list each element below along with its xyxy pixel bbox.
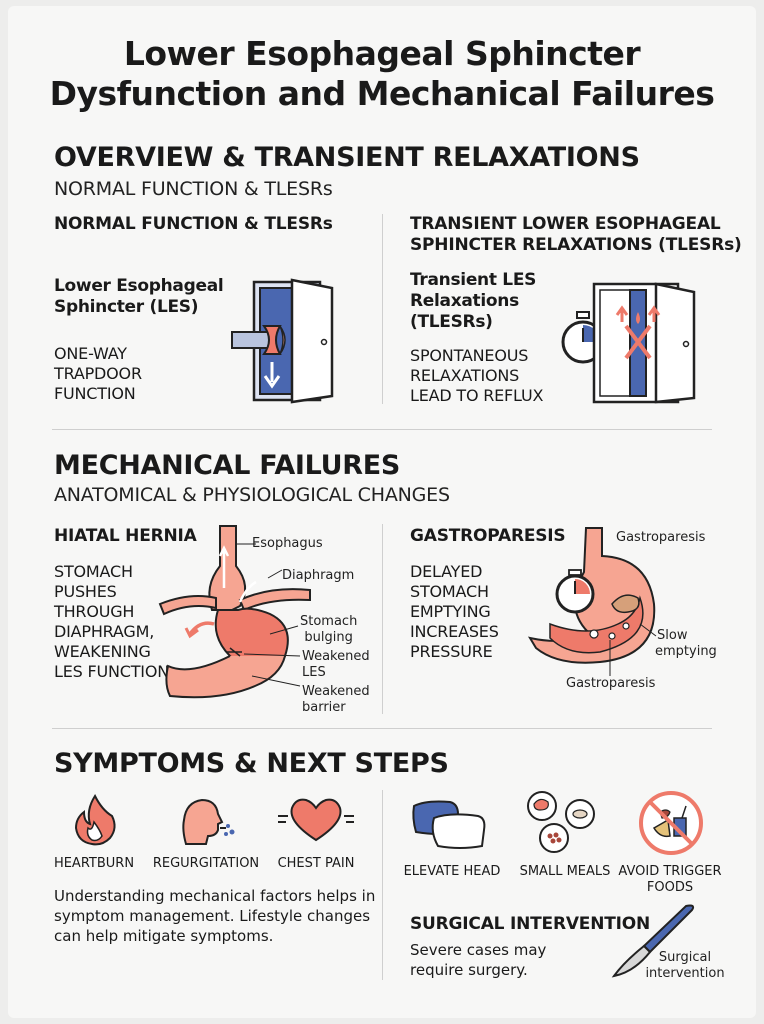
label-gastroparesis-top: Gastroparesis (616, 530, 706, 545)
label-surgical-intervention: Surgical intervention (645, 950, 725, 981)
gastroparesis-heading: GASTROPARESIS (410, 526, 566, 546)
overview-divider (382, 214, 383, 404)
symptom-management-text: Understanding mechanical factors helps i… (54, 887, 376, 945)
label-stomach-bulging: Stomach bulging (300, 614, 358, 645)
label-slow-emptying: Slow emptying (655, 628, 717, 659)
gastroparesis-desc: DELAYED STOMACH EMPTYING INCREASES PRESS… (410, 562, 499, 661)
overview-heading: OVERVIEW & TRANSIENT RELAXATIONS (54, 142, 640, 173)
label-esophagus: Esophagus (252, 536, 323, 551)
label-diaphragm: Diaphragm (282, 568, 355, 583)
label-weakened-les: Weakened LES (302, 649, 370, 680)
surgical-heading: SURGICAL INTERVENTION (410, 914, 651, 934)
hiatal-hernia-desc: STOMACH PUSHES THROUGH DIAPHRAGM, WEAKEN… (54, 562, 169, 681)
flame-icon (74, 793, 116, 846)
no-trigger-foods-icon (639, 791, 703, 855)
symptoms-heading: SYMPTOMS & NEXT STEPS (54, 748, 449, 779)
mechanical-subheading: ANATOMICAL & PHYSIOLOGICAL CHANGES (54, 484, 450, 506)
lifestyle-elevate-head: ELEVATE HEAD (403, 864, 501, 879)
surgical-text: Severe cases may require surgery. (410, 941, 547, 979)
pillow-icon (412, 800, 486, 849)
hiatal-hernia-illustration (158, 525, 311, 699)
section-divider-2 (52, 728, 712, 729)
symptom-chest-pain: CHEST PAIN (277, 856, 355, 871)
les-term: Lower Esophageal Sphincter (LES) (54, 276, 224, 317)
tlesr-heading: TRANSIENT LOWER ESOPHAGEAL SPHINCTER REL… (410, 214, 742, 255)
scalpel-icon (611, 904, 695, 978)
symptoms-divider (382, 790, 383, 980)
symptom-regurgitation: REGURGITATION (152, 856, 260, 871)
label-gastroparesis-bottom: Gastroparesis (566, 676, 656, 691)
regurgitation-icon (182, 798, 235, 845)
trapdoor-illustration (231, 278, 334, 404)
lifestyle-small-meals: SMALL MEALS (519, 864, 611, 879)
hiatal-hernia-heading: HIATAL HERNIA (54, 526, 197, 546)
gastroparesis-illustration (527, 527, 657, 676)
clock-icon (555, 569, 595, 614)
heart-icon (278, 798, 354, 842)
one-way-trapdoor-text: ONE-WAY TRAPDOOR FUNCTION (54, 344, 142, 403)
label-weakened-barrier: Weakened barrier (302, 684, 370, 715)
page-title: Lower Esophageal Sphincter Dysfunction a… (49, 34, 715, 113)
mechanical-divider (382, 524, 383, 714)
small-plates-icon (527, 791, 595, 853)
spontaneous-relaxation-text: SPONTANEOUS RELAXATIONS LEAD TO REFLUX (410, 346, 544, 405)
lifestyle-avoid-trigger-foods: AVOID TRIGGER FOODS (618, 864, 722, 895)
open-door-illustration (592, 282, 696, 404)
tlesr-term: Transient LES Relaxations (TLESRs) (410, 270, 537, 332)
overview-subheading: NORMAL FUNCTION & TLESRs (54, 178, 333, 200)
symptom-heartburn: HEARTBURN (53, 856, 135, 871)
section-divider-1 (52, 429, 712, 430)
normal-function-heading: NORMAL FUNCTION & TLESRs (54, 214, 333, 234)
mechanical-heading: MECHANICAL FAILURES (54, 450, 401, 481)
